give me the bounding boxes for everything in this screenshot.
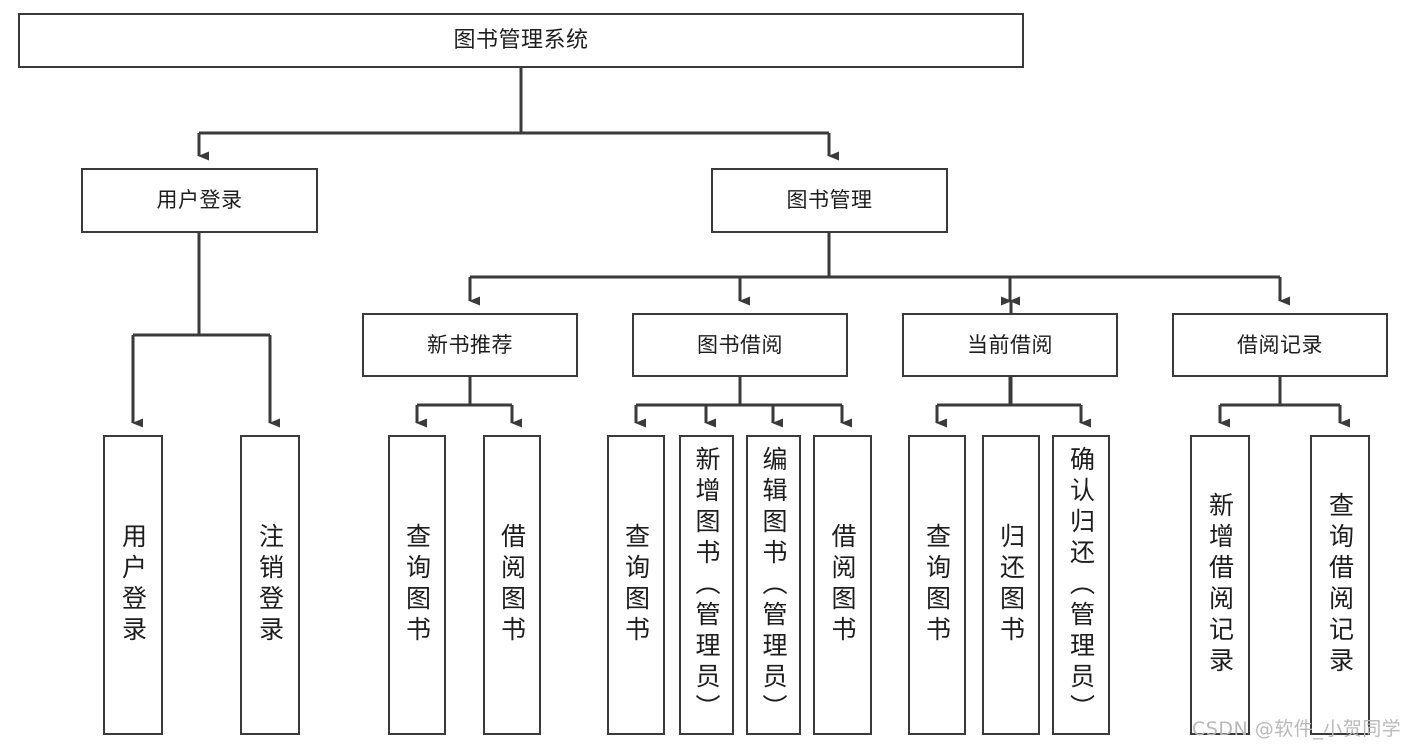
node-leaf-add-borrow-record[interactable]: 新增借阅记录 [1190, 435, 1250, 735]
node-leaf-borrow-book-2-label: 借阅图书 [828, 523, 857, 647]
node-leaf-query-borrow-record-label: 查询借阅记录 [1325, 492, 1355, 678]
node-leaf-add-borrow-record-label: 新增借阅记录 [1205, 492, 1235, 678]
node-leaf-user-logout[interactable]: 注销登录 [240, 435, 300, 735]
node-book-borrow[interactable]: 图书借阅 [632, 313, 848, 377]
node-leaf-user-logout-label: 注销登录 [255, 523, 285, 647]
node-leaf-borrow-book-2[interactable]: 借阅图书 [813, 435, 872, 735]
node-leaf-query-book-3-label: 查询图书 [922, 523, 952, 647]
node-leaf-query-book-2[interactable]: 查询图书 [607, 435, 665, 735]
node-new-book-recommend-label: 新书推荐 [427, 332, 513, 357]
node-root-label: 图书管理系统 [453, 27, 589, 53]
node-leaf-add-book-admin-label: 新增图书（管理员） [692, 445, 721, 725]
node-user-login[interactable]: 用户登录 [81, 168, 318, 233]
node-book-management[interactable]: 图书管理 [711, 168, 948, 233]
node-leaf-confirm-return-admin-label: 确认归还（管理员） [1066, 445, 1096, 725]
node-borrow-record[interactable]: 借阅记录 [1172, 313, 1388, 377]
node-borrow-record-label: 借阅记录 [1237, 332, 1323, 357]
node-leaf-query-book-2-label: 查询图书 [621, 523, 651, 647]
node-leaf-user-login[interactable]: 用户登录 [103, 435, 163, 735]
node-leaf-borrow-book-1-label: 借阅图书 [497, 523, 527, 647]
node-leaf-return-book[interactable]: 归还图书 [982, 435, 1040, 735]
node-leaf-edit-book-admin[interactable]: 编辑图书（管理员） [746, 435, 801, 735]
node-leaf-confirm-return-admin[interactable]: 确认归还（管理员） [1052, 435, 1110, 735]
node-leaf-borrow-book-1[interactable]: 借阅图书 [483, 435, 541, 735]
node-leaf-query-book-1[interactable]: 查询图书 [388, 435, 446, 735]
node-new-book-recommend[interactable]: 新书推荐 [362, 313, 578, 377]
node-current-borrow[interactable]: 当前借阅 [902, 313, 1118, 377]
node-user-login-label: 用户登录 [156, 188, 243, 213]
node-leaf-query-borrow-record[interactable]: 查询借阅记录 [1310, 435, 1370, 735]
node-root[interactable]: 图书管理系统 [18, 13, 1024, 68]
node-leaf-edit-book-admin-label: 编辑图书（管理员） [759, 445, 788, 725]
node-current-borrow-label: 当前借阅 [967, 332, 1053, 357]
watermark-text: CSDN @软件_小贺同学 [1192, 718, 1402, 740]
node-book-borrow-label: 图书借阅 [697, 332, 783, 357]
edge-paths [131, 68, 1350, 428]
node-leaf-query-book-1-label: 查询图书 [402, 523, 432, 647]
node-leaf-user-login-label: 用户登录 [118, 523, 148, 647]
node-leaf-add-book-admin[interactable]: 新增图书（管理员） [679, 435, 734, 735]
node-leaf-query-book-3[interactable]: 查询图书 [908, 435, 966, 735]
node-book-management-label: 图书管理 [786, 188, 873, 213]
node-leaf-return-book-label: 归还图书 [996, 523, 1026, 647]
